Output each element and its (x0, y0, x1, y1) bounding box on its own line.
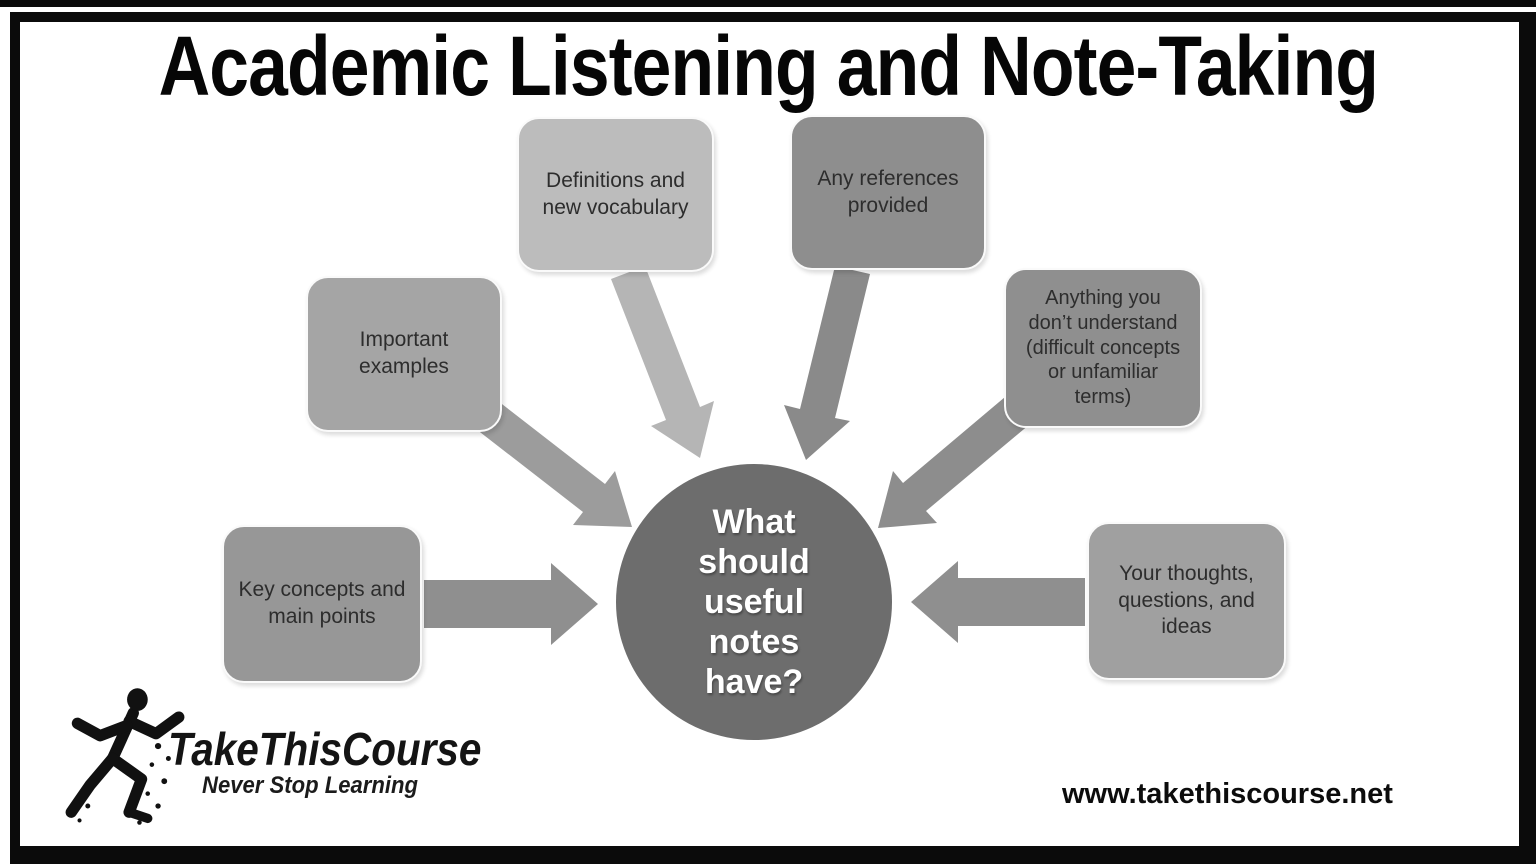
node-key-concepts-label: Key concepts and main points (238, 578, 406, 628)
node-references: Any references provided (790, 115, 986, 270)
center-question-text: What should useful notes have? (698, 502, 810, 702)
runner-icon (65, 688, 185, 825)
node-important-examples-label: Important examples (359, 328, 449, 378)
arrow-key-concepts-to-center-icon (424, 563, 598, 645)
node-definitions: Definitions and new vocabulary (517, 117, 714, 272)
node-definitions-label: Definitions and new vocabulary (542, 168, 689, 219)
logo-tagline: Never Stop Learning (202, 772, 418, 799)
arrow-definitions-to-center-icon (611, 266, 714, 458)
node-anything-not-understood-label: Anything you don’t understand (difficult… (1025, 287, 1181, 409)
arrow-important-to-center-icon (467, 394, 632, 527)
arrow-anything-to-center-icon (878, 386, 1042, 528)
arrow-references-to-center-icon (784, 266, 870, 460)
arrow-thoughts-to-center-icon (911, 561, 1085, 643)
node-anything-not-understood: Anything you don’t understand (difficult… (1004, 268, 1202, 428)
brand-logo: TakeThisCourse Never Stop Learning (50, 682, 481, 847)
logo-text: TakeThisCourse (168, 723, 482, 775)
node-key-concepts: Key concepts and main points (222, 525, 422, 683)
node-your-thoughts: Your thoughts, questions, and ideas (1087, 522, 1286, 680)
page-title-text: Academic Listening and Note-Taking (158, 19, 1378, 113)
node-your-thoughts-label: Your thoughts, questions, and ideas (1118, 561, 1255, 639)
center-question-circle: What should useful notes have? (616, 464, 892, 740)
page-title: Academic Listening and Note-Taking (0, 18, 1536, 115)
top-black-strip (0, 0, 1536, 7)
website-url: www.takethiscourse.net (1062, 778, 1393, 810)
node-references-label: Any references provided (817, 166, 959, 217)
node-important-examples: Important examples (306, 276, 502, 432)
